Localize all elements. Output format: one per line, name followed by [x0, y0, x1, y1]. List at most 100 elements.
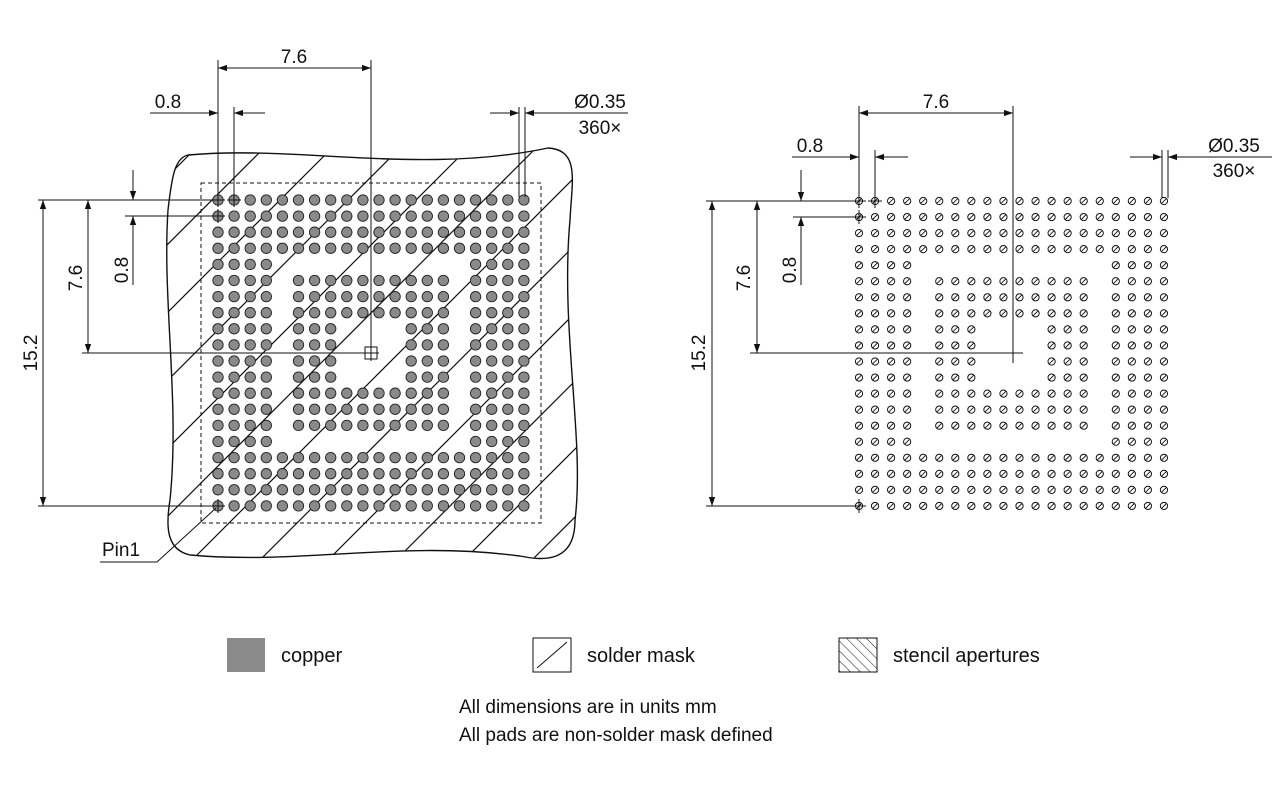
dim-horizontal-pitch: [217, 60, 372, 353]
stencil-aperture-hatch: [888, 310, 894, 316]
copper-pad: [325, 242, 337, 254]
stencil-aperture-hatch: [856, 262, 862, 268]
stencil-aperture-hatch: [1000, 391, 1006, 397]
stencil-aperture-hatch: [1065, 246, 1071, 252]
copper-pad: [276, 484, 289, 496]
copper-pad: [325, 387, 337, 399]
stencil-aperture-hatch: [1065, 375, 1071, 381]
stencil-aperture-hatch: [1049, 246, 1055, 252]
stencil-aperture-hatch: [1129, 294, 1135, 300]
copper-pad: [518, 403, 530, 415]
copper-pad: [341, 403, 353, 415]
stencil-aperture-hatch: [1033, 214, 1039, 220]
copper-pad: [405, 403, 417, 415]
copper-pad: [325, 403, 337, 415]
stencil-aperture-hatch: [904, 246, 910, 252]
stencil-aperture-hatch: [1081, 230, 1087, 236]
copper-pad: [421, 355, 433, 367]
copper-pad: [469, 484, 482, 496]
copper-pad: [502, 307, 514, 319]
stencil-aperture-hatch: [904, 230, 910, 236]
stencil-aperture-hatch: [1113, 198, 1119, 204]
stencil-aperture-hatch: [1081, 294, 1087, 300]
stencil-aperture-hatch: [1016, 423, 1023, 429]
stencil-aperture-hatch: [1081, 246, 1087, 252]
stencil-aperture-hatch: [904, 310, 910, 316]
stencil-aperture-hatch: [968, 342, 974, 348]
copper-pad: [308, 451, 321, 464]
copper-pad: [437, 226, 450, 238]
right-view: 7.6 0.8 Ø0.35 360× 0.8 7.: [689, 92, 1272, 513]
stencil-aperture-hatch: [1145, 262, 1151, 268]
stencil-aperture-hatch: [920, 471, 926, 477]
copper-pad: [341, 290, 353, 303]
copper-pad: [292, 210, 305, 222]
copper-pad: [373, 194, 385, 206]
copper-pad: [292, 468, 305, 480]
copper-pad: [357, 290, 369, 303]
stencil-aperture-hatch: [1161, 246, 1167, 252]
copper-pad: [389, 468, 401, 480]
copper-pad: [244, 242, 256, 254]
copper-pad: [308, 419, 321, 432]
dim-horizontal-small: [150, 107, 265, 200]
copper-pad: [212, 226, 224, 238]
stencil-aperture-hatch: [1113, 262, 1119, 268]
stencil-aperture-hatch: [904, 262, 910, 268]
copper-pad: [212, 355, 224, 367]
stencil-aperture-hatch: [904, 503, 910, 509]
stencil-aperture-hatch: [1145, 358, 1151, 365]
copper-pad: [421, 226, 433, 238]
copper-pad: [260, 226, 272, 238]
legend-copper-label: copper: [281, 645, 342, 667]
stencil-aperture-hatch: [888, 358, 894, 365]
legend-stencil-label: stencil apertures: [893, 645, 1040, 667]
copper-pad: [228, 339, 240, 351]
copper-pad: [405, 339, 417, 351]
copper-pad: [486, 210, 498, 222]
stencil-aperture-hatch: [952, 278, 958, 284]
stencil-aperture-hatch: [1000, 214, 1006, 220]
stencil-aperture-hatch: [888, 294, 894, 300]
dim-vertical-pitch-label: 7.6: [66, 265, 87, 291]
stencil-aperture-hatch: [888, 198, 894, 204]
copper-pad: [308, 339, 321, 351]
stencil-aperture-hatch: [888, 503, 894, 509]
copper-pad: [421, 387, 433, 399]
stencil-aperture-hatch: [936, 342, 942, 348]
stencil-aperture-hatch: [936, 246, 942, 252]
stencil-aperture-hatch: [1033, 198, 1039, 204]
stencil-aperture-hatch: [1113, 246, 1119, 252]
stencil-aperture-hatch: [872, 246, 878, 252]
copper-pad: [308, 500, 321, 512]
copper-pad: [389, 210, 401, 222]
copper-pad: [212, 339, 224, 351]
pad-count-label: 360×: [579, 118, 622, 139]
stencil-aperture-hatch: [888, 342, 894, 348]
copper-pad: [357, 307, 369, 319]
stencil-aperture-hatch: [1129, 391, 1135, 397]
stencil-aperture-hatch: [984, 423, 990, 429]
stencil-aperture-hatch: [856, 310, 862, 316]
stencil-aperture-hatch: [952, 326, 958, 332]
stencil-aperture-hatch: [1065, 407, 1071, 413]
copper-pad: [357, 226, 369, 238]
copper-pad: [502, 210, 514, 222]
copper-pad: [325, 194, 337, 206]
copper-pad: [421, 194, 433, 206]
stencil-aperture-hatch: [968, 423, 974, 429]
stencil-aperture-hatch: [1000, 230, 1006, 236]
stencil-aperture-hatch: [856, 423, 862, 429]
stencil-aperture-hatch: [936, 487, 942, 493]
copper-pad: [453, 226, 466, 238]
copper-pad: [405, 355, 417, 367]
copper-pad: [518, 387, 530, 399]
copper-pad: [292, 194, 305, 206]
stencil-aperture-hatch: [984, 310, 990, 316]
copper-pad: [244, 258, 256, 271]
stencil-aperture-hatch: [1049, 342, 1055, 348]
stencil-aperture-hatch: [1000, 487, 1006, 493]
copper-pad: [502, 290, 514, 303]
stencil-aperture-hatch: [1000, 471, 1006, 477]
